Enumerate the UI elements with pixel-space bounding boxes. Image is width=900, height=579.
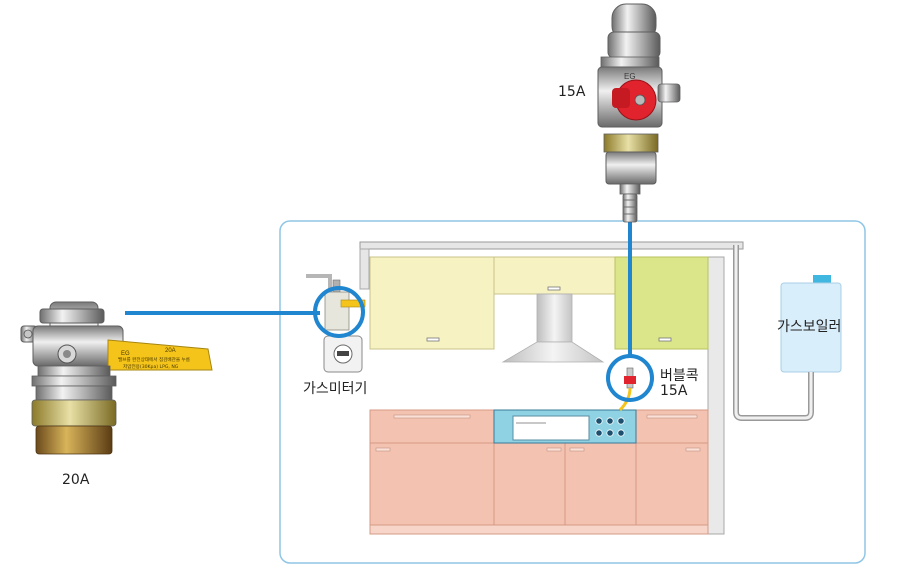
right-post: [707, 256, 725, 535]
bubble-cock-name-label: 버블콕: [660, 368, 699, 384]
valve-top-size-label: 15A: [558, 84, 586, 100]
gas-meter-label: 가스미터기: [303, 381, 368, 397]
gas-meter: [306, 274, 366, 373]
valve-left-brand: EG: [121, 351, 130, 357]
valve-left-tag-line2: 저압전용(30Kpa) LPG, NG: [123, 363, 179, 370]
bubble-cock-size-label: 15A: [660, 383, 688, 399]
gas-boiler-label: 가스보일러: [777, 319, 842, 335]
gas-boiler: [780, 275, 842, 373]
valve-left-size-label: 20A: [62, 472, 90, 488]
gas-stove: [493, 409, 637, 444]
valve-left-size-tag: 20A: [165, 348, 176, 354]
valve-top-15a: [597, 3, 681, 223]
upper-cabinets: [369, 256, 709, 350]
valve-top-brand: EG: [624, 72, 636, 81]
top-shelf-bar: [359, 241, 744, 250]
valve-left-tag-line1: 밸브를 완전상태에서 점검배관을 누름: [118, 356, 190, 363]
bubble-cock-highlight-circle: [606, 354, 654, 402]
valve-left-20a: [20, 301, 213, 455]
range-hood: [501, 293, 605, 363]
left-post: [359, 248, 370, 290]
lower-cabinets: [369, 409, 709, 535]
meter-highlight-circle: [313, 286, 365, 338]
